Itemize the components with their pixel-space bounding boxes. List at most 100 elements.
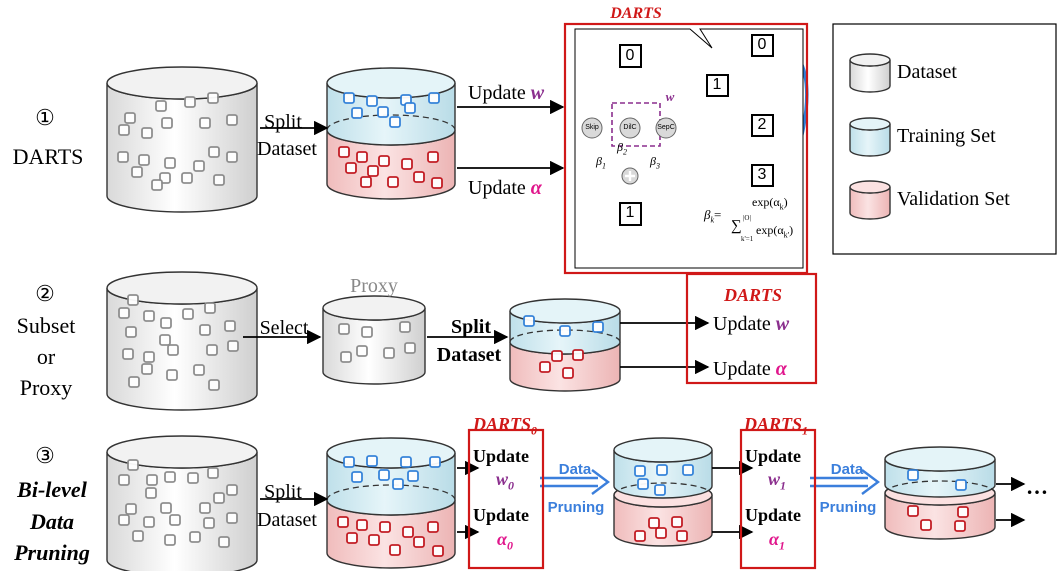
graph-node-1-box — [706, 74, 729, 97]
r2-blue-square — [592, 321, 604, 333]
r3-gray-square — [145, 487, 157, 499]
r1-split-top — [326, 67, 456, 99]
graph-node-0-box — [751, 34, 774, 57]
r1-gray-square — [226, 114, 238, 126]
r2-red-square — [572, 349, 584, 361]
r3-update-w1: Update — [744, 446, 802, 466]
r3-gray-square — [160, 502, 172, 514]
r3-pruning1-pruning: Pruning — [547, 499, 605, 516]
graph-node-3-box — [751, 164, 774, 187]
r3-red-square — [368, 534, 380, 546]
row2-label-line3: Proxy — [19, 375, 73, 400]
r3-split-top — [326, 437, 456, 469]
cell-node-1-box — [619, 202, 642, 226]
r1-red-square — [431, 177, 443, 189]
r2-darts-box — [685, 272, 818, 385]
r2-blue-square — [523, 315, 535, 327]
legend-validation-label: Validation Set — [897, 188, 1010, 210]
r1-red-square — [427, 151, 439, 163]
r3-update-alpha1: Update — [744, 505, 802, 525]
r1-blue-square — [351, 107, 363, 119]
cell-node-1: 1 — [625, 204, 635, 221]
r1-gray-square — [199, 117, 211, 129]
r2-proxy-gray-square — [399, 321, 411, 333]
r3-red-square — [413, 536, 425, 548]
r3-blue-square — [366, 455, 378, 467]
formula-sum-bottom: k'=1 — [741, 235, 754, 243]
r1-red-square — [345, 162, 357, 174]
r2-gray-square — [125, 326, 137, 338]
row1-number: ① — [35, 105, 55, 130]
r2-gray-square — [167, 344, 179, 356]
r3-alpha1: α1 — [769, 529, 785, 553]
r1-gray-square — [118, 124, 130, 136]
r2-gray-square — [208, 379, 220, 391]
r3-pruned2-train-top — [884, 446, 996, 472]
r1-gray-square — [131, 166, 143, 178]
r3-pruned1-blue-square — [637, 478, 649, 490]
r3-gray-square — [125, 503, 137, 515]
r2-gray-square — [128, 376, 140, 388]
r1-blue-square — [428, 92, 440, 104]
r1-red-square — [356, 151, 368, 163]
r2-gray-square — [127, 294, 139, 306]
cell-node-0: 0 — [625, 47, 635, 64]
boxes-layer — [467, 22, 1057, 570]
r1-gray-square — [208, 146, 220, 158]
r1-dataset-top — [106, 66, 258, 100]
r2-gray-square — [141, 363, 153, 375]
beta3-label: β3 — [650, 154, 660, 171]
graph-node-2: 2 — [757, 116, 767, 133]
r2-split-label: Split — [450, 316, 492, 338]
r2-red-square — [551, 350, 563, 362]
r2-dataset-top — [106, 271, 258, 305]
r3-pruned1-train-top — [613, 437, 713, 463]
r3-pruned2-red-square — [907, 505, 919, 517]
r3-blue-square — [343, 456, 355, 468]
r3-pruned1-red-square — [648, 517, 660, 529]
r1-dataset-body — [106, 82, 258, 213]
r2-gray-square — [224, 320, 236, 332]
r1-gray-square — [155, 100, 167, 112]
r3-update-alpha0: Update — [472, 505, 530, 525]
r3-red-square — [432, 545, 444, 557]
r3-gray-square — [164, 471, 176, 483]
r2-dataset-label: Dataset — [436, 344, 502, 366]
r1-blue-square — [377, 106, 389, 118]
r3-gray-square — [207, 467, 219, 479]
r3-pruned1-blue-square — [634, 465, 646, 477]
r2-proxy-label: Proxy — [350, 275, 398, 297]
op-node — [619, 117, 641, 139]
r3-w1: w1 — [767, 469, 787, 493]
r3-red-square — [346, 532, 358, 544]
r3-dataset-top — [106, 435, 258, 469]
r3-pruned1-dash — [613, 482, 713, 496]
r1-darts-title: DARTS — [610, 5, 662, 22]
r3-gray-square — [203, 517, 215, 529]
r2-gray-square — [143, 310, 155, 322]
formula-lhs: βk= — [704, 207, 722, 225]
cell-w-dashed-box — [611, 102, 661, 147]
r3-blue-square — [400, 456, 412, 468]
r3-gray-square — [218, 536, 230, 548]
graph-node-3: 3 — [757, 166, 767, 183]
formula-sum-top: |O| — [743, 214, 751, 222]
r2-select-label: Select — [259, 317, 309, 339]
r1-red-square — [401, 158, 413, 170]
r3-pruning2-pruning: Pruning — [819, 499, 877, 516]
r1-gray-square — [181, 172, 193, 184]
r1-gray-square — [226, 151, 238, 163]
r3-dataset-label: Dataset — [257, 509, 317, 531]
cell-callout — [574, 28, 804, 269]
row3-label-line3: Pruning — [14, 540, 90, 565]
r1-red-square — [378, 155, 390, 167]
r3-gray-square — [146, 474, 158, 486]
formula-numerator: exp(αk) — [752, 195, 788, 212]
cell-w-label: w — [665, 89, 675, 104]
r1-gray-square — [207, 92, 219, 104]
r2-update-alpha: Update α — [713, 358, 787, 380]
graph-node-0: 0 — [757, 36, 767, 53]
r1-gray-square — [124, 112, 136, 124]
r1-gray-square — [161, 117, 173, 129]
